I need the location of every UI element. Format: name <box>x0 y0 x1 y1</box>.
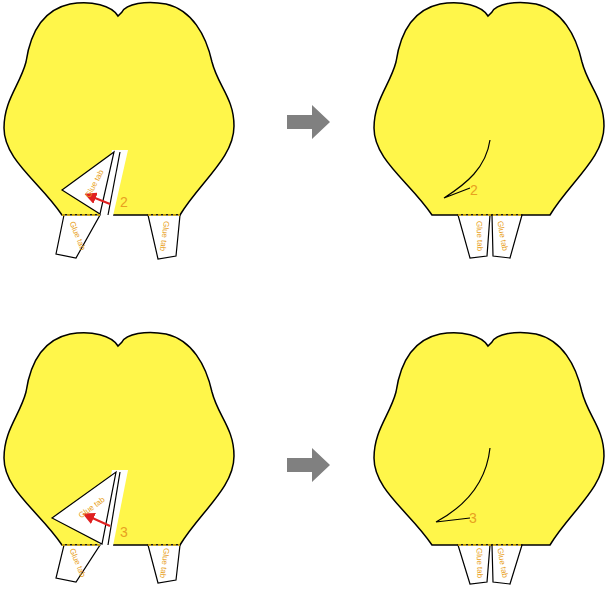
step-arrow <box>287 105 330 482</box>
piece-before <box>4 2 234 259</box>
glue-tab-text: Glue tab <box>474 221 483 252</box>
step-number: 3 <box>120 525 128 539</box>
piece-after <box>374 332 604 584</box>
piece-after <box>374 2 604 258</box>
step-number: 2 <box>120 195 128 209</box>
piece-before <box>4 332 234 583</box>
glue-tab-text: Glue tab <box>474 548 483 579</box>
step-number: 3 <box>469 511 477 525</box>
step-number: 2 <box>470 183 478 197</box>
